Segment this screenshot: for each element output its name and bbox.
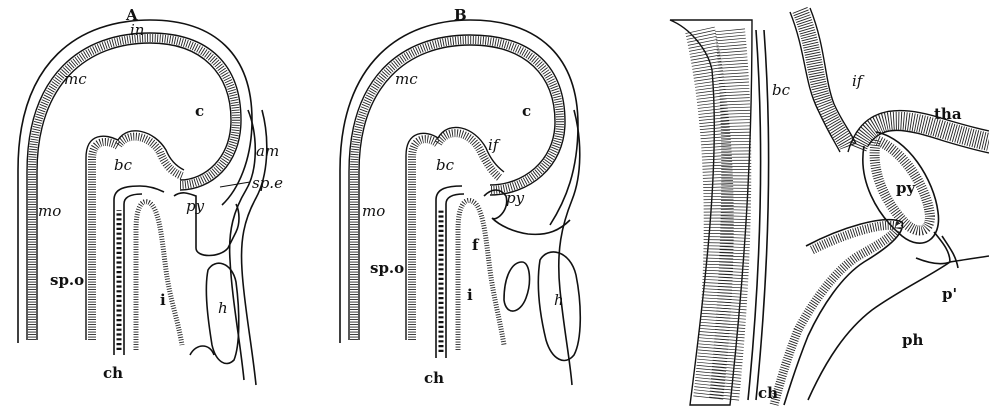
panel-a-label-mo: mo (38, 202, 61, 220)
panel-b-label-mo: mo (362, 202, 385, 220)
panel-c-label-ch: ch (758, 384, 778, 402)
panel-c-label-tha: tha (934, 105, 962, 123)
panel-b: B mc c if bc py mo f sp.o i h ch (340, 6, 580, 387)
panel-c-p-prime-stalk (916, 232, 989, 264)
panel-a-notochord-inner (124, 194, 142, 355)
panel-c-label-ph: ph (902, 331, 923, 349)
panel-a-label-bc: bc (114, 156, 133, 174)
panel-a-label-am: am (256, 142, 279, 160)
panel-a-sp-e-leader (220, 182, 250, 187)
panel-c-bc-line-1 (748, 30, 761, 400)
panel-a-intestine (136, 202, 182, 350)
panel-a-label-c: c (195, 102, 204, 120)
panel-c-column-striations-1 (700, 30, 719, 400)
panel-b-notochord-inner (446, 194, 464, 358)
panel-b-label-if: if (488, 136, 501, 154)
panel-a-label-ch: ch (103, 364, 123, 382)
panel-a-label-mc: mc (64, 70, 87, 88)
panel-c-label-if: if (852, 72, 865, 90)
panel-c-label-p-prime: p' (942, 285, 957, 303)
panel-a-label-py: py (186, 197, 205, 215)
panel-b-label-i: i (467, 286, 473, 304)
panel-c-label-py: py (896, 179, 916, 197)
panel-a-label-sp-e: sp.e (252, 174, 283, 192)
panel-b-label-bc: bc (436, 156, 455, 174)
panel-b-label-mc: mc (395, 70, 418, 88)
panel-b-basal-fold-edge (406, 127, 504, 340)
panel-a-label-in: in (130, 21, 144, 39)
panel-b-label-py: py (506, 189, 525, 207)
panel-b-label-h: h (554, 291, 564, 309)
panel-c-gut-tube-edge (784, 220, 902, 405)
panel-c-label-bc: bc (772, 81, 791, 99)
panel-a-label-i: i (160, 291, 166, 309)
panel-b-label-f: f (472, 236, 480, 254)
panel-c: bc if tha py p' ph ch (670, 8, 989, 405)
panel-b-label-c: c (522, 102, 531, 120)
panel-a: A in mc c am bc py sp.e mo sp (18, 6, 283, 385)
panel-a-small-vessel (190, 346, 214, 355)
panel-b-basal-fold (412, 133, 500, 340)
panel-c-infundibulum-edge-1 (790, 12, 840, 152)
panel-a-label-sp-o: sp.o (50, 271, 84, 289)
panel-b-label-sp-o: sp.o (370, 259, 404, 277)
panel-b-label-ch: ch (424, 369, 444, 387)
panel-b-brain-wall-inner-edge (359, 45, 555, 340)
panel-c-bc-line-2 (756, 30, 769, 400)
panel-a-label-h: h (218, 299, 228, 317)
panel-b-vessel-loop (504, 262, 529, 311)
